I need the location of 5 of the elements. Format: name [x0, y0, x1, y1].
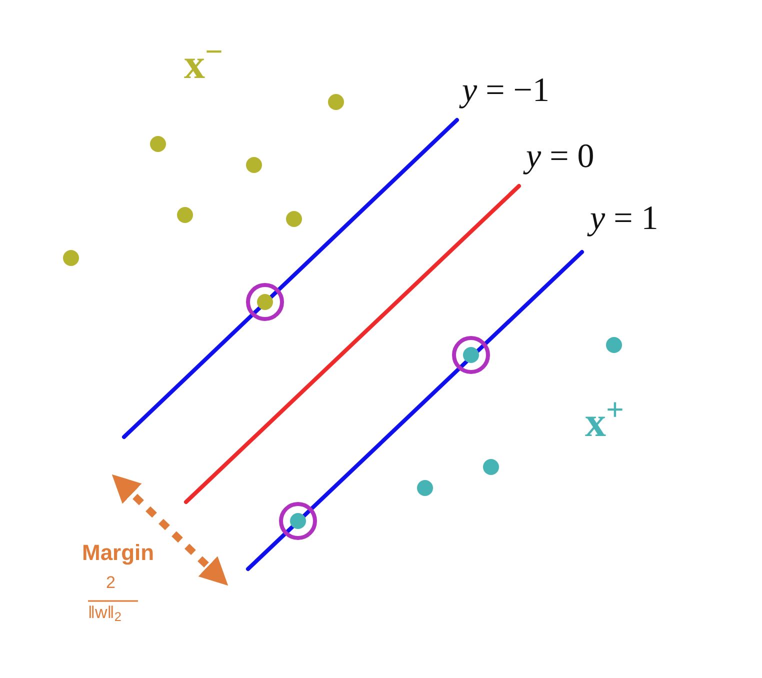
margin-label: Margin [82, 542, 154, 564]
fraction-numerator: 2 [106, 574, 116, 591]
class-label: x$^{−}$ [184, 44, 223, 86]
class-label: x$^{+}$ [585, 402, 624, 444]
fraction-denominator: ‖w‖$_{2}$ [88, 604, 122, 621]
